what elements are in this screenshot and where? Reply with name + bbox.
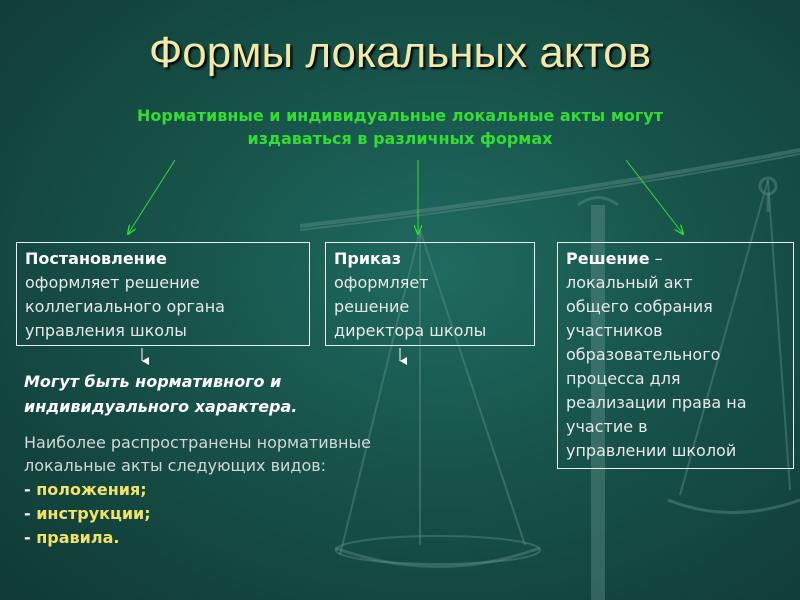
box-reshenie-head-suffix: – <box>649 249 663 268</box>
list-item: - инструкции; <box>24 504 151 523</box>
character-line-1: Могут быть нормативного и <box>24 372 282 391</box>
subtitle: Нормативные и индивидуальные локальные а… <box>50 104 750 150</box>
description-line-2: локальные акты следующих видов: <box>24 456 327 475</box>
subtitle-line-1: Нормативные и индивидуальные локальные а… <box>137 106 663 125</box>
box-reshenie-line: локальный акт <box>566 273 693 292</box>
box-postanovlenie: Постановление оформляет решение коллегиа… <box>16 242 310 346</box>
box-prikaz-head: Приказ <box>334 249 402 268</box>
list-item-label: положения; <box>36 480 147 499</box>
box-reshenie-line: реализации права на <box>566 393 747 412</box>
box-reshenie-line: участие в <box>566 417 648 436</box>
list-item-label: правила. <box>36 528 120 547</box>
box-reshenie-line: процесса для <box>566 369 681 388</box>
box-postanovlenie-line: управления школы <box>25 321 187 340</box>
box-reshenie-line: образовательного <box>566 345 721 364</box>
character-line-2: индивидуального характера. <box>24 397 298 416</box>
page-title: Формы локальных актов <box>148 28 652 77</box>
box-reshenie-line: управлении школой <box>566 441 737 460</box>
box-reshenie-head-row: Решение – <box>566 247 785 271</box>
box-reshenie: Решение – локальный акт общего собрания … <box>557 242 794 469</box>
box-prikaz-line: оформляет <box>334 273 429 292</box>
list-item-label: инструкции; <box>36 504 151 523</box>
box-postanovlenie-line: коллегиального органа <box>25 297 225 316</box>
box-prikaz-line: директора школы <box>334 321 487 340</box>
subtitle-line-2: издаваться в различных формах <box>247 129 553 148</box>
box-prikaz-line: решение <box>334 297 410 316</box>
box-postanovlenie-line: оформляет решение <box>25 273 200 292</box>
character-statement: Могут быть нормативного и индивидуальног… <box>24 369 464 419</box>
description: Наиболее распространены нормативные лока… <box>24 431 474 477</box>
types-list: - положения; - инструкции; - правила. <box>24 478 324 550</box>
list-item: - положения; <box>24 480 147 499</box>
box-prikaz: Приказ оформляет решение директора школы <box>325 242 535 346</box>
list-item: - правила. <box>24 528 120 547</box>
box-reshenie-line: участников <box>566 321 663 340</box>
description-line-1: Наиболее распространены нормативные <box>24 433 371 452</box>
box-reshenie-line: общего собрания <box>566 297 713 316</box>
box-reshenie-head: Решение <box>566 249 650 268</box>
box-postanovlenie-head: Постановление <box>25 249 167 268</box>
